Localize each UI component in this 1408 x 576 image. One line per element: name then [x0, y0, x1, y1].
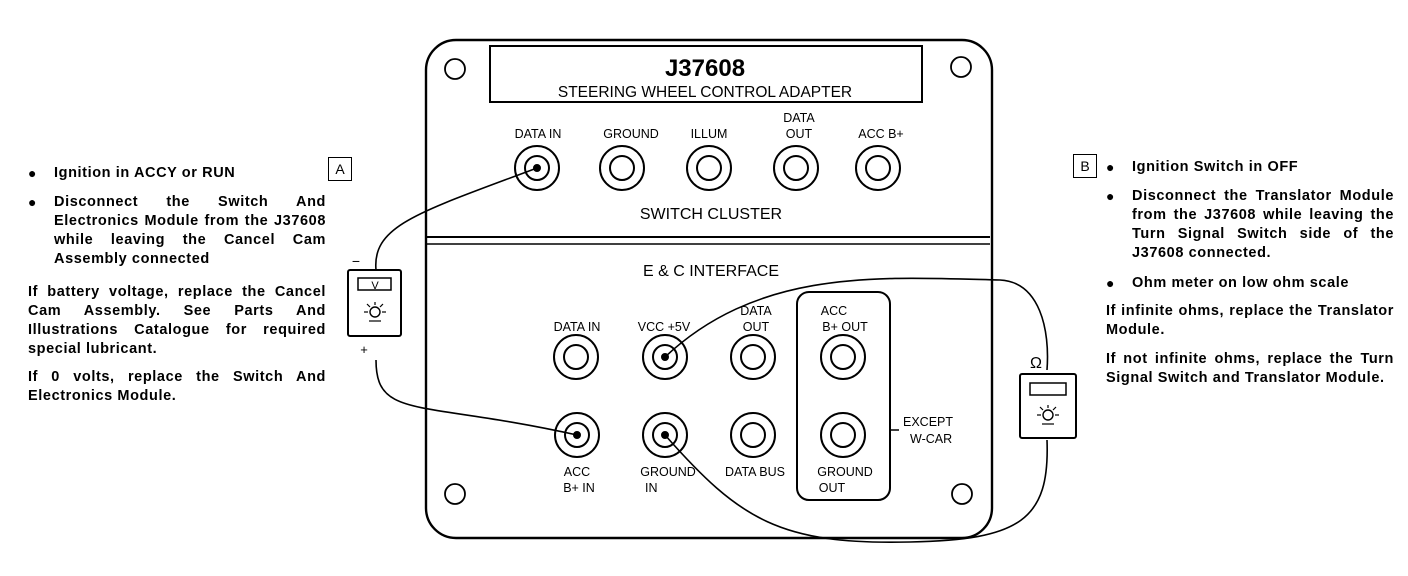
- left-bullet-1-text: Ignition in ACCY or RUN: [54, 165, 236, 181]
- switch-cluster-title: SWITCH CLUSTER: [640, 206, 782, 223]
- right-bullet-3: ● Ohm meter on low ohm scale: [1106, 274, 1396, 293]
- left-bullet-2: ● Disconnect the Switch And Electronics M…: [28, 193, 326, 269]
- voltmeter-plus: +: [360, 342, 368, 357]
- bullet-dot-icon: ●: [28, 165, 38, 181]
- voltmeter-minus: −: [352, 253, 360, 269]
- bullet-dot-icon: ●: [1106, 188, 1116, 204]
- interface-title: E & C INTERFACE: [643, 263, 779, 280]
- port-label: ACC B+: [858, 127, 904, 141]
- port-label: ILLUM: [691, 127, 728, 141]
- port-jack-icon: [686, 145, 732, 191]
- port-jack-icon: [642, 412, 688, 458]
- test-lead-wires: [375, 167, 1049, 544]
- port-label: ACC: [821, 304, 847, 318]
- bullet-dot-icon: ●: [28, 194, 38, 210]
- step-badge-a: A: [328, 157, 352, 181]
- right-bullet-1-text: Ignition Switch in OFF: [1132, 159, 1299, 175]
- port-label: DATA IN: [554, 320, 601, 334]
- except-w-car-box: [796, 291, 891, 501]
- port-label: GROUND: [603, 127, 659, 141]
- port-jack-icon: [855, 145, 901, 191]
- left-bullet-2-text: Disconnect the Switch And Electronics Mo…: [54, 194, 326, 267]
- port-label: GROUND: [817, 465, 873, 479]
- port-label: DATA IN: [515, 127, 562, 141]
- except-note: EXCEPT: [903, 415, 953, 429]
- left-paragraph-2: If 0 volts, replace the Switch And Elect…: [28, 369, 326, 404]
- port-label: DATA: [740, 304, 772, 318]
- except-note: W-CAR: [910, 432, 952, 446]
- bullet-dot-icon: ●: [1106, 275, 1116, 291]
- right-bullet-2-text: Disconnect the Translator Module from th…: [1132, 188, 1394, 261]
- port-jack-icon: [820, 334, 866, 380]
- port-jack-icon: [642, 334, 688, 380]
- port-jack-icon: [773, 145, 819, 191]
- ohmmeter-icon: [1019, 373, 1077, 439]
- mounting-hole-icon: [444, 56, 973, 505]
- port-label: VCC +5V: [638, 320, 691, 334]
- step-badge-b: B: [1073, 154, 1097, 178]
- port-jack-icon: [599, 145, 645, 191]
- port-label: OUT: [786, 127, 813, 141]
- ohmmeter-symbol: Ω: [1030, 355, 1042, 372]
- port-label: IN: [645, 481, 658, 495]
- adapter-panel: [424, 38, 994, 540]
- port-label: DATA: [783, 111, 815, 125]
- right-paragraph-2: If not infinite ohms, replace the Turn S…: [1106, 351, 1394, 386]
- port-label: ACC: [564, 465, 590, 479]
- port-jack-icon: [553, 334, 599, 380]
- title-label-box: [489, 45, 923, 103]
- port-label: GROUND: [640, 465, 696, 479]
- port-jack-icon: [820, 412, 866, 458]
- port-label: OUT: [819, 481, 846, 495]
- port-label: DATA BUS: [725, 465, 785, 479]
- port-label: B+ IN: [563, 481, 595, 495]
- port-label: OUT: [743, 320, 770, 334]
- port-jack-icon: [730, 412, 776, 458]
- right-bullet-3-text: Ohm meter on low ohm scale: [1132, 275, 1350, 291]
- port-jack-icon: [730, 334, 776, 380]
- right-bullet-1: ● Ignition Switch in OFF: [1106, 158, 1396, 177]
- bullet-dot-icon: ●: [1106, 159, 1116, 175]
- right-bullet-2: ● Disconnect the Translator Module from t…: [1106, 187, 1394, 263]
- panel-name: STEERING WHEEL CONTROL ADAPTER: [558, 84, 852, 101]
- left-bullet-1: ● Ignition in ACCY or RUN: [28, 164, 328, 183]
- left-paragraph-1: If battery voltage, replace the Cancel C…: [28, 284, 326, 357]
- port-jack-icon: [514, 145, 560, 191]
- voltmeter-icon: [347, 269, 402, 337]
- port-label: B+ OUT: [822, 320, 868, 334]
- right-paragraph-1: If infinite ohms, replace the Translator…: [1106, 303, 1394, 338]
- panel-model: J37608: [665, 55, 745, 82]
- voltmeter-symbol: V: [371, 280, 379, 292]
